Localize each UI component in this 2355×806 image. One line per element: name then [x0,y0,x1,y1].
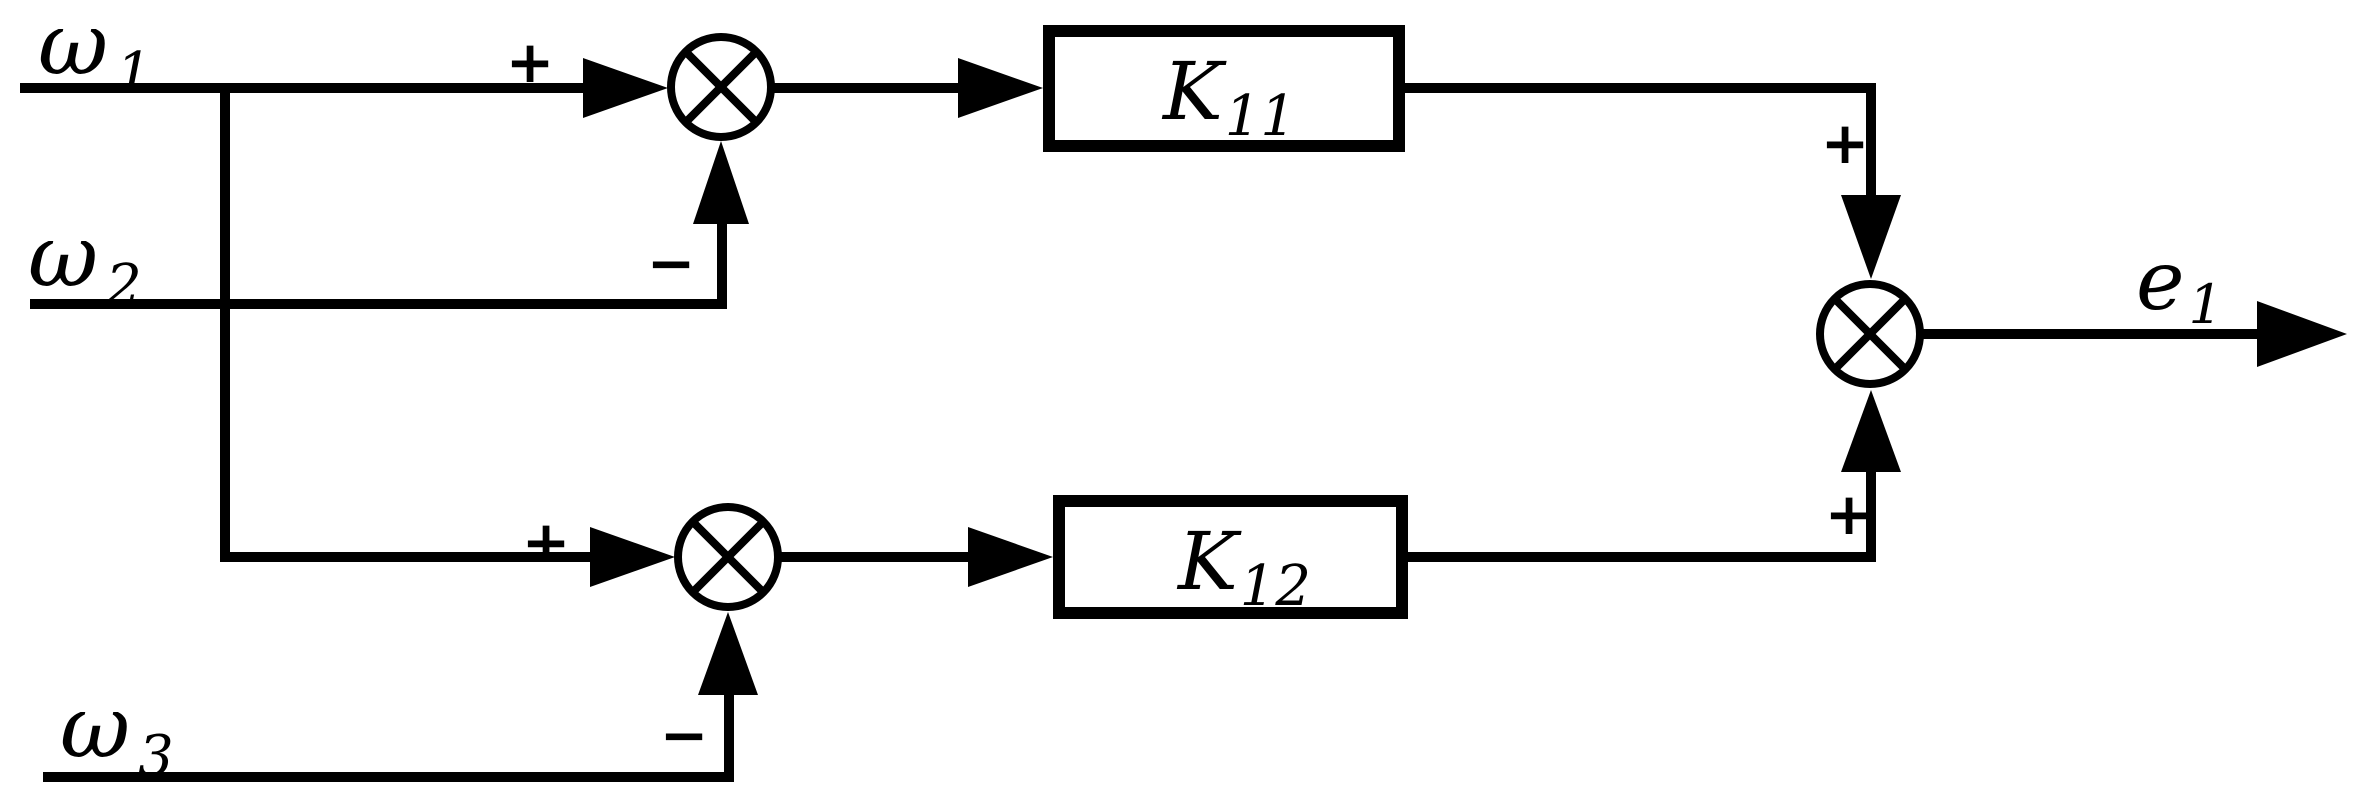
block-label-k12: K12 [1176,515,1311,619]
arrowhead-k11-into-sum3-icon [1841,195,1901,279]
arrowhead-omega3-into-sum2-icon [698,612,758,695]
summing-junction-2 [674,503,782,611]
k11-to-sum3-line [1400,83,1876,203]
summing-junction-3 [1816,280,1924,388]
block-label-k11: K11 [1161,45,1296,149]
sum3-plus-bottom-sign: + [1825,480,1874,548]
k12-to-sum3-line [1403,465,1876,562]
arrowhead-omega2-into-sum1-icon [693,141,749,224]
sum2-x-icon [690,519,766,595]
arrowhead-into-k11-icon [958,58,1043,118]
sum1-plus-sign: + [506,28,555,96]
arrowhead-into-k12-icon [968,527,1053,587]
arrowhead-output-icon [2257,301,2347,367]
arrowhead-into-sum1-icon [583,58,668,118]
block-k12 [1053,495,1408,619]
sum2-plus-sign: + [522,508,571,576]
sum3-x-icon [1832,296,1908,372]
sum2-minus-sign: − [660,701,709,769]
sum1-minus-sign: − [647,229,696,297]
output-label-e1: e1 [2136,234,2223,336]
summing-junction-1 [667,33,775,141]
sum3-plus-top-sign: + [1821,109,1870,177]
arrowhead-into-sum2-icon [590,527,675,587]
block-k11 [1043,25,1405,152]
arrowhead-k12-into-sum3-icon [1841,390,1901,472]
sum1-x-icon [683,49,759,125]
